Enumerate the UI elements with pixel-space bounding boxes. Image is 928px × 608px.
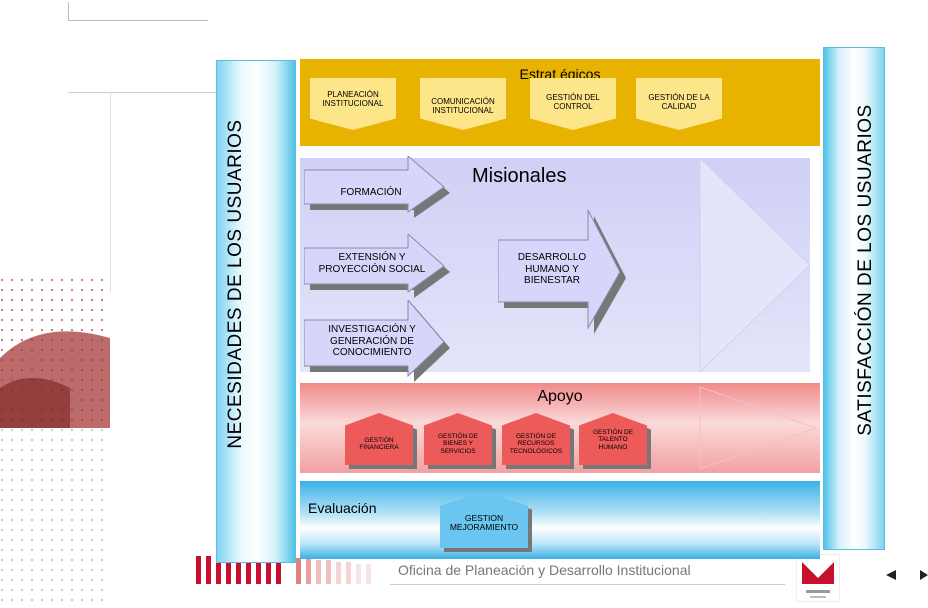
bienes-pentagon[interactable]: GESTIÓN DE BIENES Y SERVICIOS — [424, 413, 492, 465]
right-column-label: SATISFACCIÓN DE LOS USUARIOS — [855, 104, 876, 436]
financiera-label: GESTIÓN FINANCIERA — [359, 436, 399, 451]
talento-label: GESTIÓN DE TALENTO HUMANO — [592, 429, 634, 451]
apoyo-background-arrow — [699, 386, 818, 470]
formacion-arrow[interactable] — [304, 156, 454, 218]
footer-office-name: Oficina de Planeación y Desarrollo Insti… — [398, 562, 691, 578]
comunicacion-pentagon[interactable]: COMUNICACIÓN INSTITUCIONAL — [420, 78, 506, 130]
footer-stripes — [196, 556, 371, 584]
planeacion-pentagon[interactable]: PLANEACIÓN INSTITUCIONAL — [310, 78, 396, 130]
desarrollo-humano-label: DESARROLLO HUMANO Y BIENESTAR — [517, 252, 587, 286]
university-logo — [796, 554, 840, 602]
investigacion-arrow[interactable] — [304, 300, 454, 382]
top-decorative-line — [68, 2, 69, 20]
calidad-label: GESTIÓN DE LA CALIDAD — [648, 93, 710, 111]
mid-decorative-line — [68, 92, 218, 93]
evaluacion-section — [300, 481, 820, 559]
evaluacion-title: Evaluación — [308, 500, 377, 516]
desarrollo-humano-arrow[interactable] — [498, 210, 630, 334]
left-column-label: NECESIDADES DE LOS USUARIOS — [225, 119, 246, 449]
decorative-dotted-photo — [0, 278, 110, 608]
misionales-title: Misionales — [472, 165, 567, 187]
financiera-pentagon[interactable]: GESTIÓN FINANCIERA — [345, 413, 413, 465]
extension-arrow[interactable] — [304, 234, 454, 298]
previous-slide-icon[interactable] — [884, 568, 898, 582]
left-column-bar — [216, 60, 296, 563]
investigacion-label: INVESTIGACIÓN Y GENERACIÓN DE CONOCIMIEN… — [328, 324, 416, 358]
talento-pentagon[interactable]: GESTIÓN DE TALENTO HUMANO — [579, 413, 647, 465]
next-slide-icon[interactable] — [918, 568, 928, 582]
bienes-label: GESTIÓN DE BIENES Y SERVICIOS — [437, 433, 479, 455]
mejoramiento-label: GESTION MEJORAMIENTO — [449, 512, 519, 532]
tecnologicos-label: GESTIÓN DE RECURSOS TECNOLÓGICOS — [509, 433, 563, 455]
vertical-decorative-line — [110, 92, 111, 292]
apoyo-title: Apoyo — [537, 388, 583, 405]
formacion-label: FORMACIÓN — [340, 187, 402, 198]
calidad-pentagon[interactable]: GESTIÓN DE LA CALIDAD — [636, 78, 722, 130]
extension-label: EXTENSIÓN Y PROYECCIÓN SOCIAL — [318, 252, 426, 275]
mejoramiento-pentagon[interactable]: GESTION MEJORAMIENTO — [440, 492, 528, 548]
right-column-bar — [823, 47, 885, 550]
control-pentagon[interactable]: GESTIÓN DEL CONTROL — [530, 78, 616, 130]
planeacion-label: PLANEACIÓN INSTITUCIONAL — [322, 90, 384, 108]
top-decorative-line-horizontal — [68, 20, 208, 21]
misionales-background-arrow — [699, 158, 810, 372]
footer-underline — [390, 584, 785, 585]
tecnologicos-pentagon[interactable]: GESTIÓN DE RECURSOS TECNOLÓGICOS — [502, 413, 570, 465]
control-label: GESTIÓN DEL CONTROL — [546, 93, 600, 111]
comunicacion-label: COMUNICACIÓN INSTITUCIONAL — [431, 97, 495, 115]
